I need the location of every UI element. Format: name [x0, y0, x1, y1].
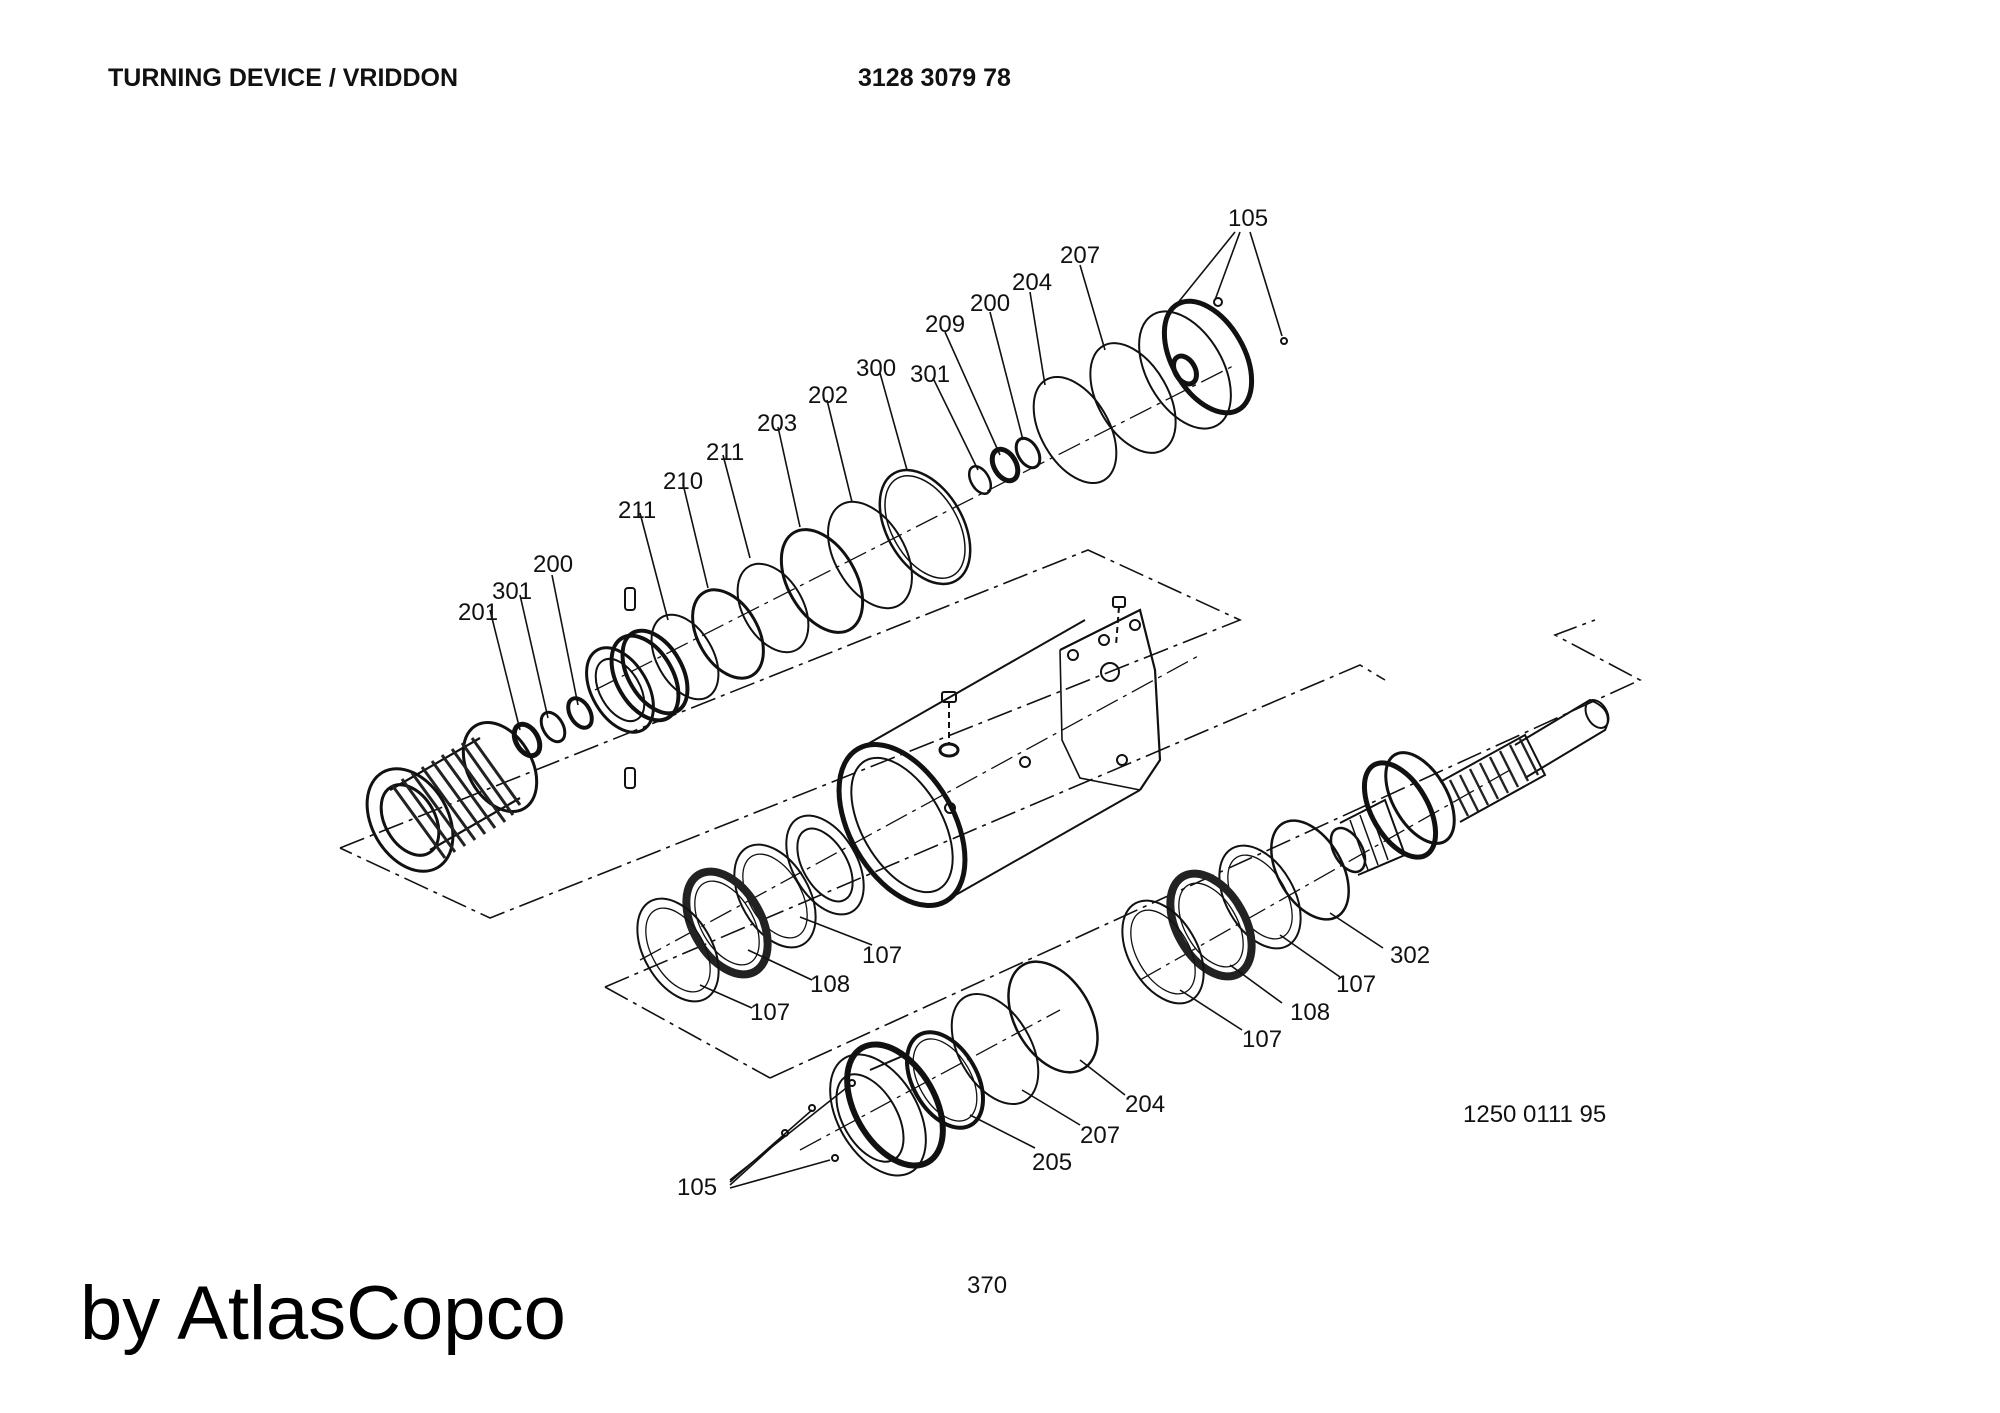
callout-211-b: 211 [618, 497, 656, 524]
callout-107-mid-upper: 107 [862, 942, 902, 969]
part-number: 3128 3079 78 [858, 64, 1011, 92]
ring-202 [827, 500, 913, 610]
washer-107-right-lower [1121, 899, 1205, 1005]
callout-200-top: 200 [970, 290, 1010, 317]
callout-labels: 105 207 204 200 209 301 300 202 203 211 … [458, 205, 1430, 1201]
callout-108-right: 108 [1290, 999, 1330, 1026]
middle-axis-line [639, 654, 1201, 961]
callout-207-bottom: 207 [1080, 1122, 1120, 1149]
assembly-boundary-lines [339, 549, 1642, 1079]
callout-207-top: 207 [1060, 242, 1100, 269]
ring-204-top [1032, 375, 1118, 485]
callout-107-right-upper: 107 [1336, 971, 1376, 998]
ring-207-top [1089, 342, 1177, 454]
callout-108-mid: 108 [810, 971, 850, 998]
callout-105-bottom: 105 [677, 1174, 717, 1201]
callout-200-left: 200 [533, 551, 573, 578]
ring-300 [878, 468, 972, 586]
bearing-ring-mid [785, 814, 865, 916]
callout-302: 302 [1390, 942, 1430, 969]
ring-210 [691, 588, 765, 680]
washer-107-mid-lower [636, 897, 720, 1003]
callout-201: 201 [458, 599, 498, 626]
ring-203 [779, 528, 865, 634]
right-axis-line [1139, 769, 1511, 981]
callout-301-left: 301 [492, 578, 532, 605]
callout-209: 209 [925, 311, 965, 338]
ring-204-bottom [1007, 960, 1099, 1074]
ring-200-top [1014, 436, 1042, 470]
page-number: 370 [967, 1272, 1008, 1299]
end-cap-bottom [781, 1041, 946, 1177]
callout-203: 203 [757, 410, 797, 437]
ring-209 [989, 446, 1021, 484]
ring-301-left [539, 710, 567, 744]
page-title: TURNING DEVICE / VRIDDON [108, 64, 459, 92]
callout-105-top: 105 [1228, 205, 1268, 232]
threaded-bushing [585, 628, 690, 734]
pin-lower [624, 767, 636, 789]
callout-107-right-lower: 107 [1242, 1026, 1282, 1053]
callout-210: 210 [663, 468, 703, 495]
callout-204-bottom: 204 [1125, 1091, 1165, 1118]
ring-211-a [650, 613, 720, 701]
housing-cylinder [836, 596, 1162, 909]
thrust-bearing-108-mid [682, 867, 772, 979]
drawing-number: 1250 0111 95 [1463, 1101, 1607, 1128]
washer-107-right-upper [1218, 844, 1302, 950]
ring-201 [511, 721, 543, 759]
ring-207-bottom [950, 993, 1040, 1105]
brand-watermark: by AtlasCopco [80, 1271, 566, 1356]
end-cap-top [1138, 297, 1288, 430]
callout-107-mid-lower: 107 [750, 999, 790, 1026]
pin-upper [624, 587, 636, 611]
callout-202: 202 [808, 382, 848, 409]
ring-211-b [736, 562, 810, 654]
ring-200-left [566, 696, 594, 730]
splined-shaft [1329, 698, 1610, 876]
leader-lines [489, 231, 1384, 1189]
callout-205: 205 [1032, 1149, 1072, 1176]
callout-211-a: 211 [706, 439, 744, 466]
callout-301-top: 301 [910, 361, 950, 388]
thrust-bearing-108-right [1166, 869, 1256, 981]
callout-204-top: 204 [1012, 269, 1052, 296]
ring-205 [905, 1030, 985, 1130]
top-axis-line [594, 364, 1236, 691]
helical-gear-sleeve [365, 720, 539, 873]
callout-300: 300 [856, 355, 896, 382]
ring-301-top [967, 465, 993, 495]
washer-107-mid-upper [733, 843, 817, 949]
